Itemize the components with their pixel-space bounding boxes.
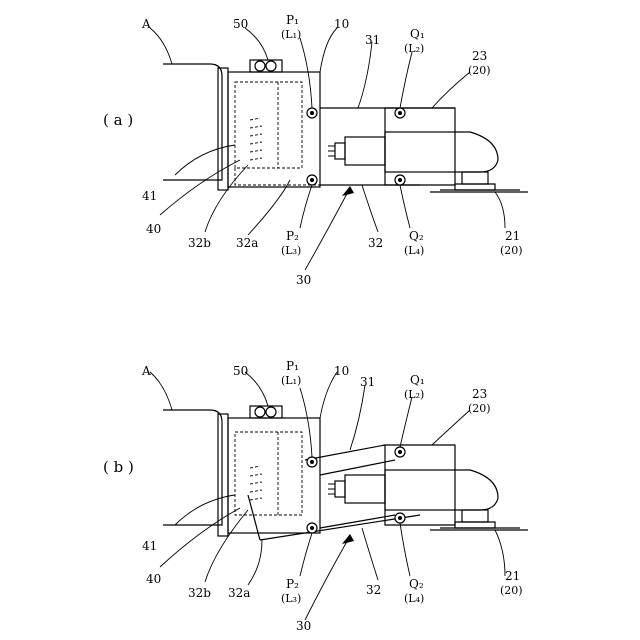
part-50-circle-right-b xyxy=(266,407,276,417)
label-p1-sub: (L₁) xyxy=(281,28,301,41)
label-21: 21 xyxy=(505,229,520,243)
label-21-sub-b: (20) xyxy=(500,584,523,597)
label-41: 41 xyxy=(142,189,157,203)
pivot-p1 xyxy=(307,108,317,118)
label-10: 10 xyxy=(334,17,349,31)
label-32b-b: 32b xyxy=(188,586,211,600)
part-50-circle-left xyxy=(255,61,265,71)
label-q1-b: Q₁ xyxy=(410,373,425,387)
blade-21 xyxy=(430,172,528,192)
label-32a-b: 32a xyxy=(228,586,250,600)
label-p2-b: P₂ xyxy=(286,577,299,591)
part-50-circle-left-b xyxy=(255,407,265,417)
label-40-b: 40 xyxy=(146,572,161,586)
label-p2: P₂ xyxy=(286,229,299,243)
label-q1: Q₁ xyxy=(410,27,425,41)
pivot-q2-b xyxy=(395,513,405,523)
label-40: 40 xyxy=(146,222,161,236)
label-q2-sub-b: (L₄) xyxy=(404,592,424,605)
label-23-sub: (20) xyxy=(468,64,491,77)
label-31-b: 31 xyxy=(360,375,375,389)
tool-housing-23 xyxy=(385,108,498,185)
hidden-lines xyxy=(235,82,320,185)
blade-21-b xyxy=(430,510,528,530)
pivot-p1-b xyxy=(307,457,317,467)
label-50: 50 xyxy=(233,17,248,31)
panel-label-b: ( b ) xyxy=(103,458,134,476)
label-50-b: 50 xyxy=(233,364,248,378)
figure-a: ( a ) A 50 P₁ (L₁) 10 31 Q₁ (L₂) 23 (20)… xyxy=(103,13,528,287)
pivot-p2-b xyxy=(307,523,317,533)
label-32b: 32b xyxy=(188,236,211,250)
panel-label-a: ( a ) xyxy=(103,111,133,129)
label-q1-sub-b: (L₂) xyxy=(404,388,424,401)
label-21-b: 21 xyxy=(505,569,520,583)
label-p2-sub: (L₃) xyxy=(281,244,301,257)
figure-b: ( b ) A 50 P₁ (L₁) 10 31 Q₁ (L₂) 23 (20)… xyxy=(103,359,528,633)
label-q2-b: Q₂ xyxy=(409,577,424,591)
label-32-b: 32 xyxy=(366,583,381,597)
pivot-p2 xyxy=(307,175,317,185)
label-A: A xyxy=(141,17,151,31)
label-q2: Q₂ xyxy=(409,229,424,243)
label-p1-b: P₁ xyxy=(286,359,299,373)
label-30: 30 xyxy=(296,273,311,287)
label-23-sub-b: (20) xyxy=(468,402,491,415)
label-p2-sub-b: (L₃) xyxy=(281,592,301,605)
link-31-b xyxy=(305,445,385,460)
part-50-circle-right xyxy=(266,61,276,71)
label-A-b: A xyxy=(141,364,151,378)
label-23-b: 23 xyxy=(472,387,487,401)
body-10-b xyxy=(228,418,320,533)
label-q2-sub: (L₄) xyxy=(404,244,424,257)
label-32a: 32a xyxy=(236,236,258,250)
body-10 xyxy=(228,72,320,187)
label-23: 23 xyxy=(472,49,487,63)
label-21-sub: (20) xyxy=(500,244,523,257)
label-q1-sub: (L₂) xyxy=(404,42,424,55)
label-41-b: 41 xyxy=(142,539,157,553)
label-p1: P₁ xyxy=(286,13,299,27)
pivot-q2 xyxy=(395,175,405,185)
label-10-b: 10 xyxy=(334,364,349,378)
label-32: 32 xyxy=(368,236,383,250)
arm-a xyxy=(163,64,222,180)
arm-a-b xyxy=(163,410,222,525)
hidden-lines-b xyxy=(235,432,302,515)
label-30-b: 30 xyxy=(296,619,311,633)
label-31: 31 xyxy=(365,33,380,47)
label-p1-sub-b: (L₁) xyxy=(281,374,301,387)
pivot-q1-b xyxy=(395,447,405,457)
pivot-q1 xyxy=(395,108,405,118)
